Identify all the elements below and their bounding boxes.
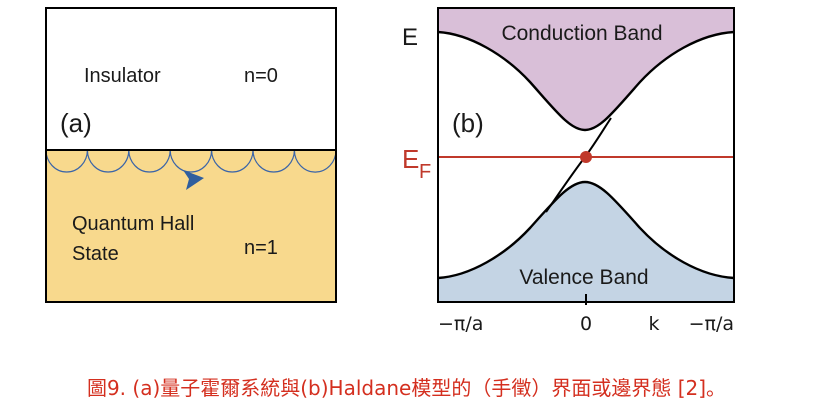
insulator-n-label: n=0 [244, 65, 278, 87]
insulator-label: Insulator [84, 65, 161, 87]
valence-band-edge [437, 180, 735, 280]
panel-a-label: (a) [60, 108, 92, 138]
edge-state-orbits [45, 149, 337, 173]
panel-a: Insulator n=0 (a) Quantum Hall State n=1 [45, 7, 337, 303]
k-tick-zero-label: 0 [580, 313, 592, 335]
panel-a-border [45, 7, 337, 303]
panel-b: Conduction Band (b) Valence Band E E F −… [402, 7, 735, 335]
fermi-label-main: E [402, 144, 419, 174]
panel-b-border [437, 7, 735, 303]
conduction-band-edge [437, 30, 735, 132]
fermi-label-subscript: F [419, 161, 431, 183]
quantum-hall-label-line2: State [72, 243, 119, 265]
quantum-hall-label-line1: Quantum Hall [72, 213, 194, 235]
conduction-band-region [438, 8, 734, 130]
k-tick-left-label: −π/a [438, 313, 483, 335]
energy-axis-label: E [402, 24, 418, 51]
panel-b-label: (b) [452, 108, 484, 138]
valence-band-label: Valence Band [519, 266, 648, 289]
insulator-region [46, 8, 336, 150]
quantum-hall-n-label: n=1 [244, 237, 278, 259]
fermi-crossing-point [580, 151, 592, 163]
edge-current-arrow-icon [183, 170, 204, 190]
valence-band-region [438, 182, 734, 302]
k-axis-label: k [648, 313, 659, 335]
conduction-band-label: Conduction Band [501, 22, 662, 45]
figure-caption: 圖9. (a)量子霍爾系統與(b)Haldane模型的（手徵）界面或邊界態 [2… [86, 376, 727, 400]
k-tick-right-label: −π/a [689, 313, 734, 335]
